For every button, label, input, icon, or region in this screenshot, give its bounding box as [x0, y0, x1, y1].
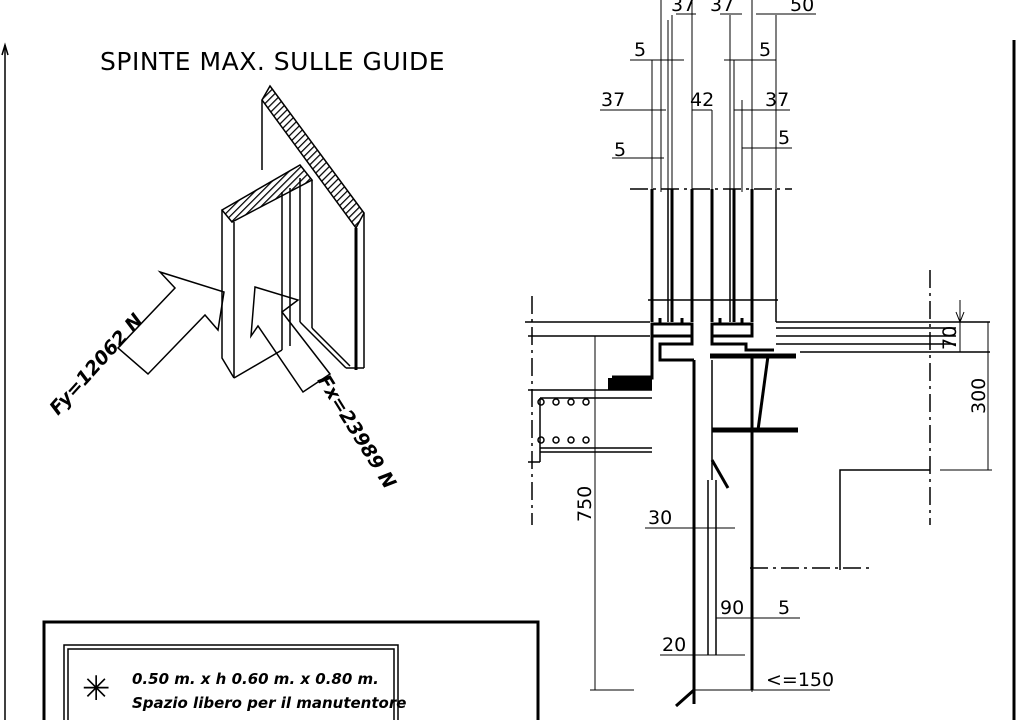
dim-750: 750: [574, 486, 596, 522]
dim-5-d: 5: [778, 127, 790, 149]
force-arrow-fx: [250, 286, 332, 394]
dim-50: 50: [790, 0, 814, 16]
rail-isometric: [220, 84, 365, 379]
force-arrow-fy: [116, 270, 225, 376]
dim-90: 90: [720, 597, 744, 619]
left-frame-line: [1, 42, 9, 720]
legend-line-2: Spazio libero per il manutentore: [132, 694, 406, 712]
dim-5-a: 5: [634, 39, 646, 61]
dim-150: <=150: [766, 669, 834, 691]
dim-37-d: 37: [765, 89, 789, 111]
asterisk-icon: ✳: [82, 669, 111, 709]
dim-5-e: 5: [778, 597, 790, 619]
dim-42: 42: [690, 89, 714, 111]
dim-5-b: 5: [759, 39, 771, 61]
force-label-fx: Fx=23989 N: [313, 371, 400, 493]
legend-box: [42, 620, 540, 720]
dim-300: 300: [968, 378, 990, 414]
force-label-fy: Fy=12062 N: [45, 309, 147, 419]
dim-70: 70: [939, 326, 961, 350]
dim-37-c: 37: [601, 89, 625, 111]
dim-5-c: 5: [614, 139, 626, 161]
section-view: [525, 0, 992, 708]
legend-line-1: 0.50 m. x h 0.60 m. x 0.80 m.: [132, 670, 379, 688]
dim-37-a: 37: [671, 0, 695, 16]
drawing-title: SPINTE MAX. SULLE GUIDE: [100, 47, 445, 76]
dim-20: 20: [662, 634, 686, 656]
dim-37-b: 37: [710, 0, 734, 16]
dim-30: 30: [648, 507, 672, 529]
